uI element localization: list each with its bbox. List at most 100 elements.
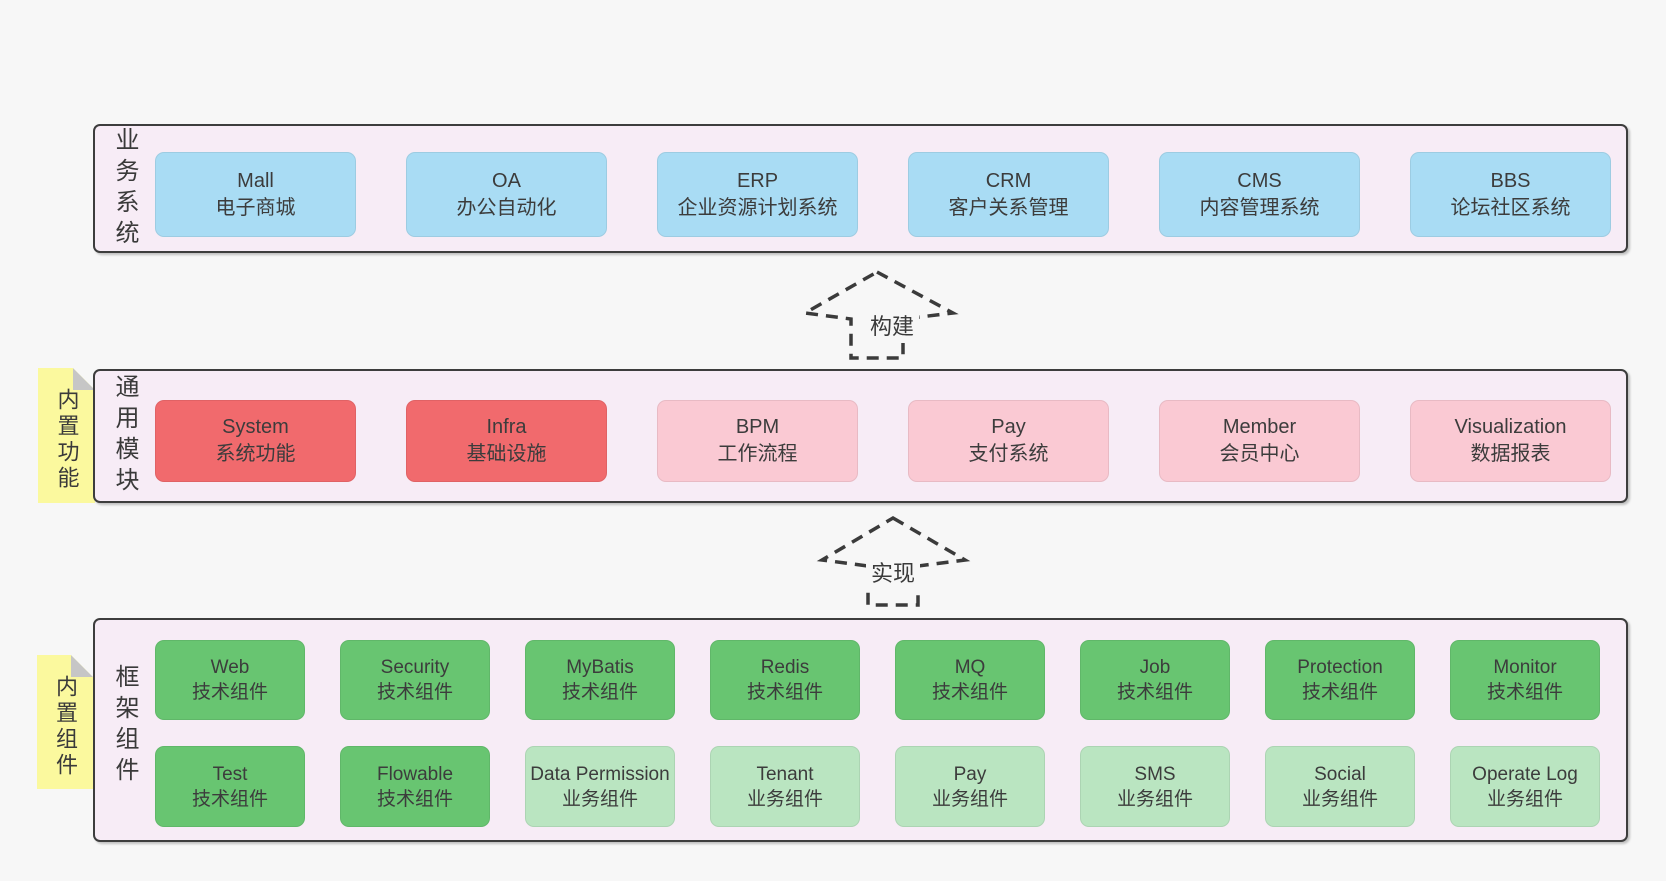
box-subtitle: 技术组件 <box>1116 682 1193 703</box>
box-monitor: Monitor 技术组件 <box>1450 640 1600 720</box>
box-infra: Infra 基础设施 <box>406 400 607 482</box>
box-subtitle: 论坛社区系统 <box>1450 196 1571 219</box>
up-arrow-icon <box>799 269 959 360</box>
sticky-note-builtin-features: 内置功能 <box>38 368 95 503</box>
box-title: Test <box>212 763 248 785</box>
box-title: Operate Log <box>1472 763 1578 785</box>
box-title: MyBatis <box>566 657 634 678</box>
box-web: Web 技术组件 <box>155 640 305 720</box>
box-title: ERP <box>736 169 779 192</box>
box-title: Tenant <box>756 763 814 785</box>
box-title: Pay <box>991 416 1026 438</box>
box-title: CRM <box>985 169 1032 192</box>
box-subtitle: 内容管理系统 <box>1199 196 1320 219</box>
box-title: System <box>222 416 289 438</box>
box-crm: CRM 客户关系管理 <box>908 152 1109 237</box>
box-subtitle: 业务组件 <box>561 788 638 810</box>
box-bpm: BPM 工作流程 <box>657 400 858 482</box>
band-framework-components: 框架组件 Web 技术组件 Security 技术组件 MyBatis 技术组件… <box>93 618 1628 842</box>
box-security: Security 技术组件 <box>340 640 490 720</box>
band-label: 框架组件 <box>111 663 138 788</box>
box-subtitle: 电子商城 <box>215 196 296 219</box>
box-mybatis: MyBatis 技术组件 <box>525 640 675 720</box>
sticky-note-builtin-components: 内置组件 <box>37 655 93 789</box>
box-title: Member <box>1222 416 1297 438</box>
note-text: 内置组件 <box>53 675 78 779</box>
box-title: Redis <box>760 657 810 678</box>
box-subtitle: 业务组件 <box>1116 788 1193 810</box>
arrow-build: 构建 <box>795 262 965 367</box>
band-business-systems: 业务系统 Mall 电子商城 OA 办公自动化 ERP 企业资源计划系统 CRM… <box>93 124 1628 253</box>
box-title: OA <box>492 169 521 192</box>
box-title: Visualization <box>1454 416 1567 438</box>
box-title: Social <box>1314 763 1366 785</box>
box-title: Mall <box>237 169 274 192</box>
up-arrow-icon <box>816 515 971 607</box>
box-subtitle: 技术组件 <box>931 682 1008 703</box>
box-title: BBS <box>1490 169 1531 192</box>
box-operate-log: Operate Log 业务组件 <box>1450 746 1600 827</box>
box-subtitle: 技术组件 <box>376 788 453 810</box>
box-tenant: Tenant 业务组件 <box>710 746 860 827</box>
arrow-label: 实现 <box>866 558 920 590</box>
box-title: Security <box>380 657 450 678</box>
box-member: Member 会员中心 <box>1159 400 1360 482</box>
note-fold-icon <box>71 655 93 677</box>
band-common-modules: 通用模块 System 系统功能 Infra 基础设施 BPM 工作流程 Pay… <box>93 369 1628 503</box>
arrow-label: 构建 <box>865 311 919 343</box>
box-pay-module: Pay 支付系统 <box>908 400 1109 482</box>
box-test: Test 技术组件 <box>155 746 305 827</box>
box-title: Web <box>210 657 250 678</box>
box-subtitle: 业务组件 <box>746 788 823 810</box>
box-subtitle: 技术组件 <box>1486 682 1563 703</box>
band-label: 业务系统 <box>111 126 138 251</box>
box-sms: SMS 业务组件 <box>1080 746 1230 827</box>
box-subtitle: 工作流程 <box>717 443 798 465</box>
box-subtitle: 业务组件 <box>931 788 1008 810</box>
box-data-permission: Data Permission 业务组件 <box>525 746 675 827</box>
box-title: Pay <box>953 763 987 785</box>
box-flowable: Flowable 技术组件 <box>340 746 490 827</box>
box-pay-component: Pay 业务组件 <box>895 746 1045 827</box>
box-oa: OA 办公自动化 <box>406 152 607 237</box>
box-title: Job <box>1139 657 1171 678</box>
box-system: System 系统功能 <box>155 400 356 482</box>
box-subtitle: 技术组件 <box>191 788 268 810</box>
box-protection: Protection 技术组件 <box>1265 640 1415 720</box>
box-visualization: Visualization 数据报表 <box>1410 400 1611 482</box>
box-title: SMS <box>1134 763 1176 785</box>
box-subtitle: 办公自动化 <box>456 196 557 219</box>
box-title: Monitor <box>1493 657 1557 678</box>
box-subtitle: 技术组件 <box>746 682 823 703</box>
box-subtitle: 技术组件 <box>561 682 638 703</box>
box-subtitle: 技术组件 <box>191 682 268 703</box>
box-subtitle: 业务组件 <box>1486 788 1563 810</box>
box-subtitle: 企业资源计划系统 <box>677 196 838 219</box>
box-subtitle: 基础设施 <box>466 443 547 465</box>
box-subtitle: 技术组件 <box>1301 682 1378 703</box>
box-bbs: BBS 论坛社区系统 <box>1410 152 1611 237</box>
box-title: Flowable <box>376 763 454 785</box>
band-label: 通用模块 <box>111 374 138 498</box>
arrow-implement: 实现 <box>810 508 980 613</box>
box-subtitle: 系统功能 <box>215 443 296 465</box>
note-fold-icon <box>73 368 95 390</box>
box-title: Data Permission <box>530 763 670 785</box>
box-social: Social 业务组件 <box>1265 746 1415 827</box>
box-subtitle: 会员中心 <box>1219 443 1300 465</box>
box-subtitle: 技术组件 <box>376 682 453 703</box>
box-title: MQ <box>954 657 986 678</box>
note-text: 内置功能 <box>54 388 80 492</box>
box-title: BPM <box>735 416 780 438</box>
box-erp: ERP 企业资源计划系统 <box>657 152 858 237</box>
box-subtitle: 数据报表 <box>1470 443 1551 465</box>
box-title: CMS <box>1237 169 1282 192</box>
box-redis: Redis 技术组件 <box>710 640 860 720</box>
box-subtitle: 客户关系管理 <box>948 196 1069 219</box>
box-mq: MQ 技术组件 <box>895 640 1045 720</box>
box-job: Job 技术组件 <box>1080 640 1230 720</box>
box-subtitle: 支付系统 <box>968 443 1049 465</box>
box-mall: Mall 电子商城 <box>155 152 356 237</box>
box-cms: CMS 内容管理系统 <box>1159 152 1360 237</box>
